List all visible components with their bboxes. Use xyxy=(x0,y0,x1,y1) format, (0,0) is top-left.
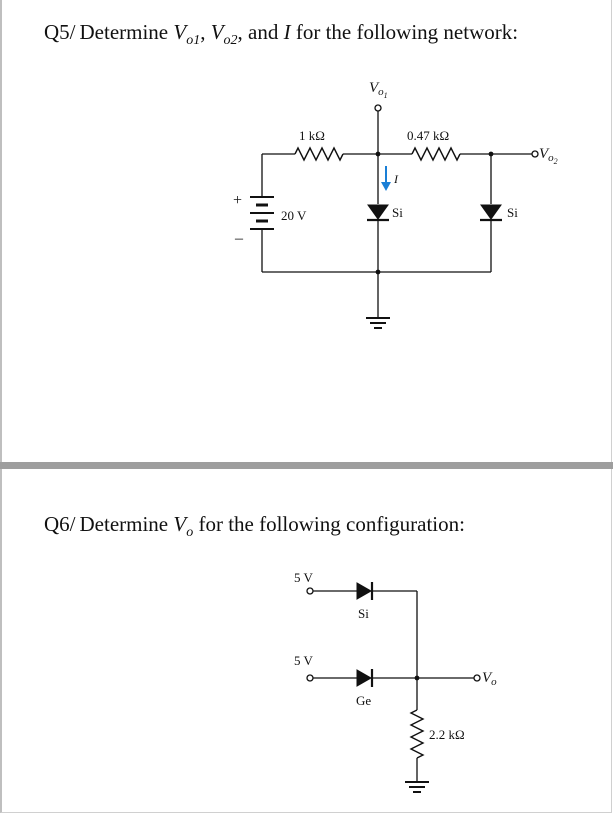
q6-d2-label: Ge xyxy=(356,693,371,708)
q6-r-label: 2.2 kΩ xyxy=(429,727,465,742)
q5-r1-label: 1 kΩ xyxy=(299,128,325,143)
q6-d1-label: Si xyxy=(358,606,369,621)
q5-vo2-symbol: Vo2 xyxy=(210,20,238,49)
q6-vo-label: Vo xyxy=(482,670,497,688)
q6-number: Q6/ xyxy=(44,512,76,536)
q5-sep: , xyxy=(200,20,211,44)
q5-diode-1 xyxy=(367,204,389,220)
q5-r2-label: 0.47 kΩ xyxy=(407,128,449,143)
section-divider xyxy=(0,462,613,469)
q6-circuit: 5 V Si 5 V Ge Vo 2.2 kΩ xyxy=(294,570,497,793)
q5-number: Q5/ xyxy=(44,20,76,44)
q6-input1-label: 5 V xyxy=(294,570,314,585)
q5-circuit: Vo1 Vo2 1 kΩ 0.47 kΩ + – 20 V Si xyxy=(233,80,558,329)
q5-current-label: I xyxy=(393,172,399,186)
q5-current-arrowhead xyxy=(381,182,391,191)
q5-resistor-1k xyxy=(294,146,344,162)
q6-text-post: for the following configuration: xyxy=(193,512,465,536)
q6-vo-terminal xyxy=(473,674,481,682)
q6-question: Q6/Determine Vo for the following config… xyxy=(44,512,465,541)
q5-resistor-047k xyxy=(411,146,461,162)
q5-text-mid: , and xyxy=(237,20,284,44)
q5-diode-2 xyxy=(480,204,502,220)
q5-plus-sign: + xyxy=(233,192,242,209)
q6-text-pre: Determine xyxy=(79,512,174,536)
q5-vo1-terminal xyxy=(374,104,382,112)
q5-minus-sign: – xyxy=(234,230,244,247)
q5-current-symbol: I xyxy=(283,20,291,44)
q6-resistor-2k2 xyxy=(409,709,425,759)
q5-d2-label: Si xyxy=(507,205,518,220)
q5-vo2-terminal xyxy=(531,150,539,158)
q5-vo2-terminal-label: Vo2 xyxy=(539,146,558,166)
q6-input2-terminal xyxy=(306,674,314,682)
q5-question: Q5/Determine Vo1, Vo2, and I for the fol… xyxy=(44,20,518,49)
q6-diode-ge xyxy=(356,669,373,687)
q6-diode-si xyxy=(356,582,373,600)
q6-vo-symbol: Vo xyxy=(173,512,194,541)
q5-text-post: for the following network: xyxy=(290,20,519,44)
q5-source-label: 20 V xyxy=(281,208,307,223)
q5-text-pre: Determine xyxy=(79,20,174,44)
q5-vo1-symbol: Vo1 xyxy=(173,20,201,49)
q5-d1-label: Si xyxy=(392,205,403,220)
q6-input2-label: 5 V xyxy=(294,653,314,668)
q5-vo1-terminal-label: Vo1 xyxy=(369,80,388,100)
q6-input1-terminal xyxy=(306,587,314,595)
